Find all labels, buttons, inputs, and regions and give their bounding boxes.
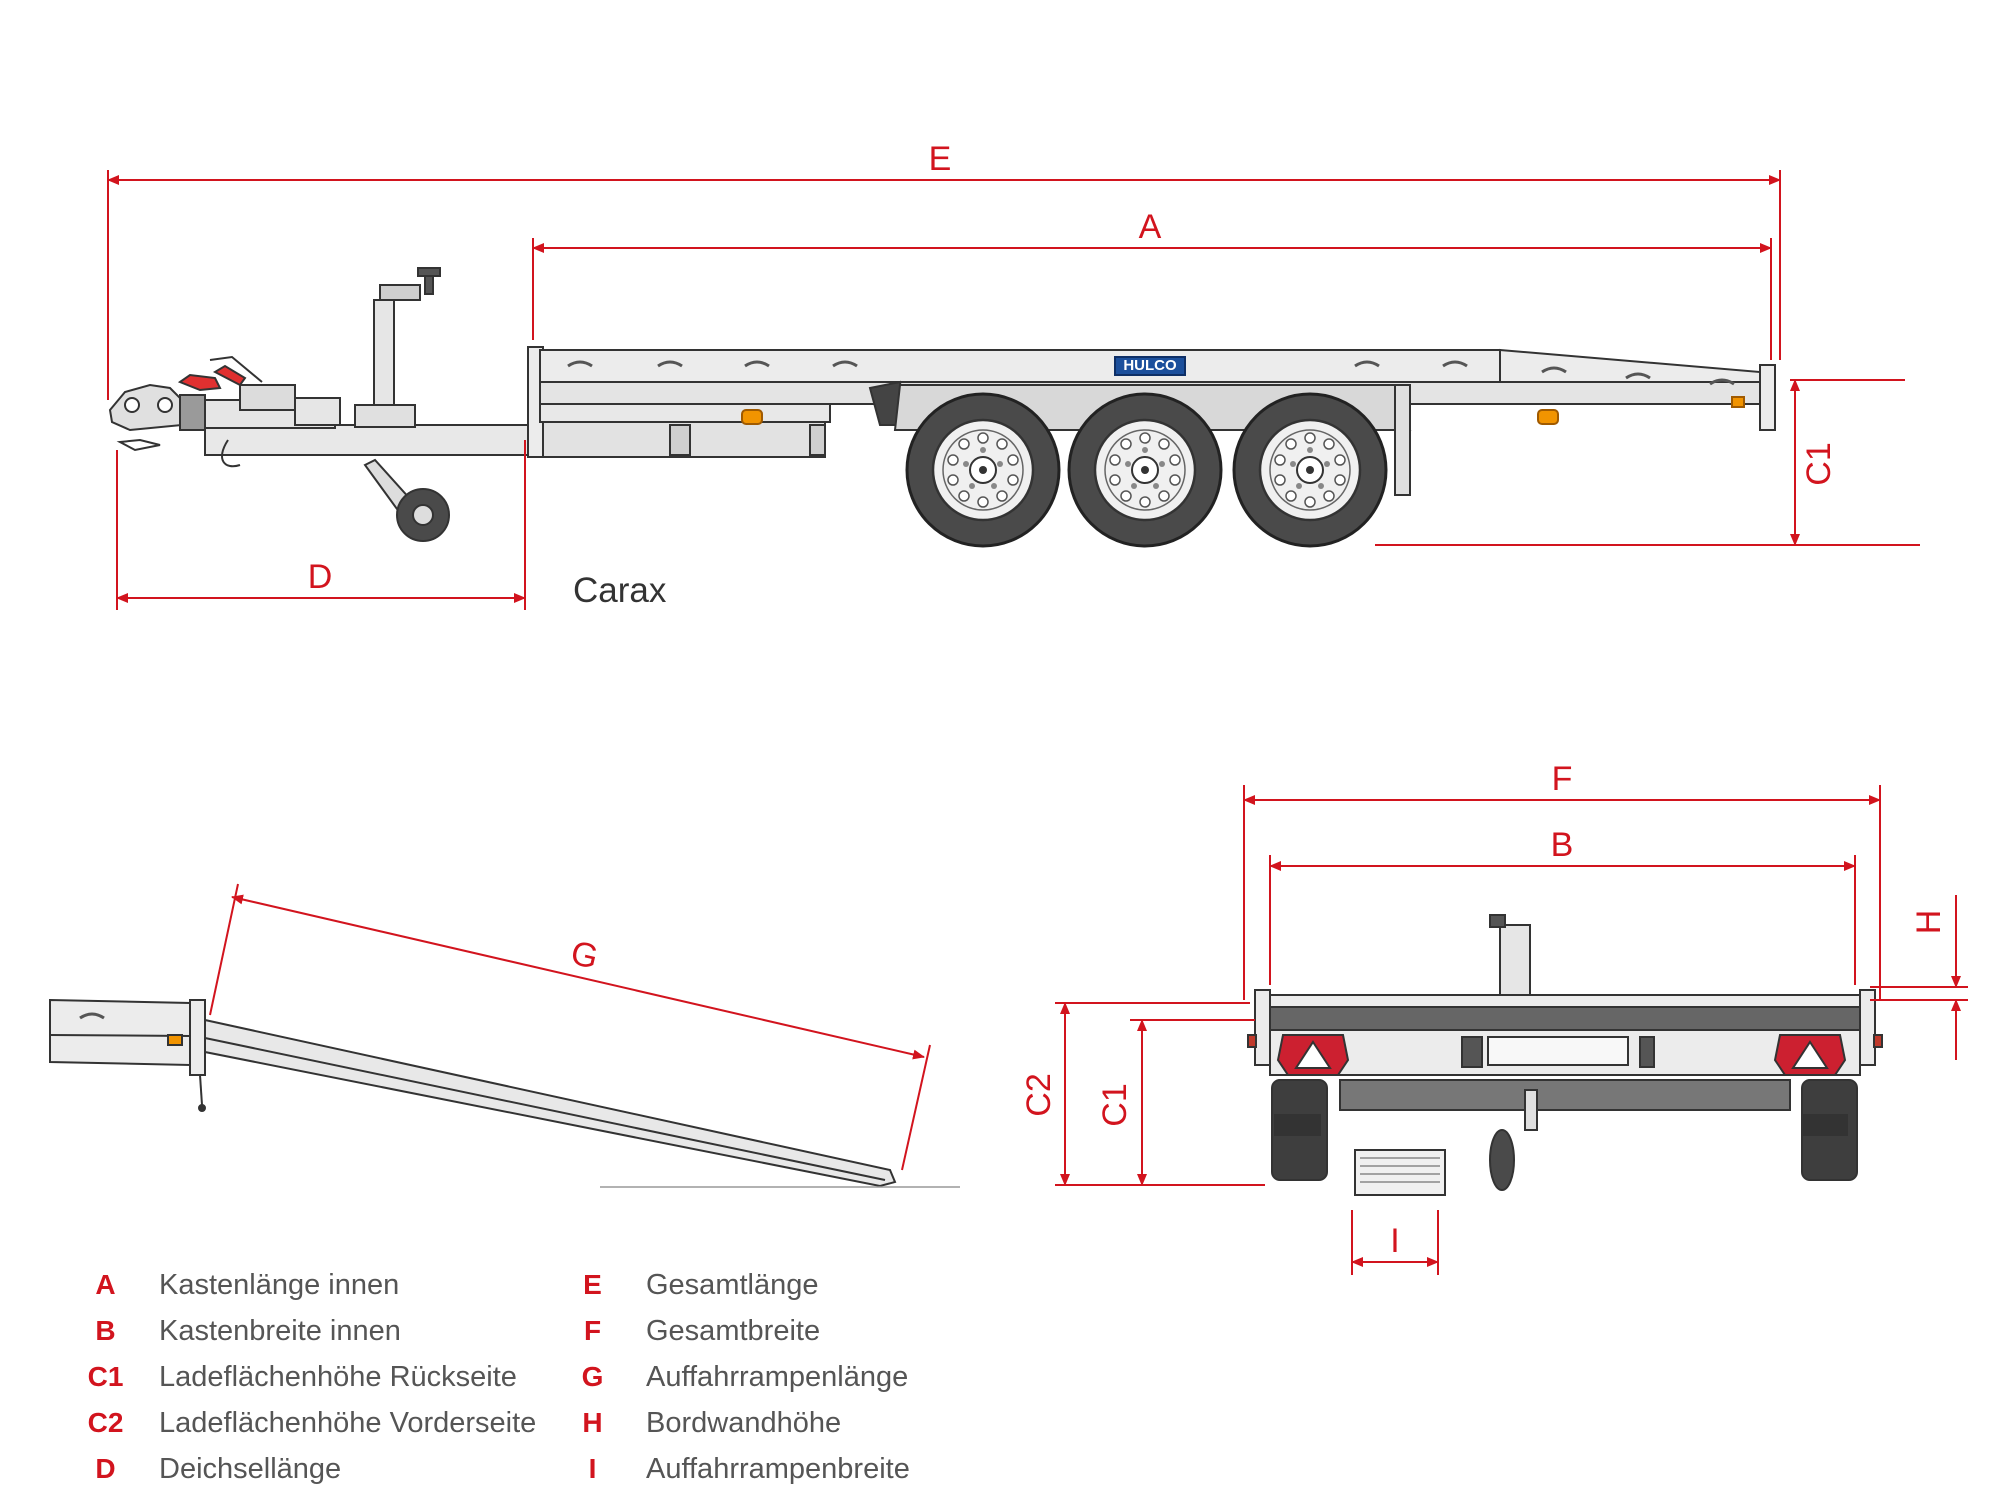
legend-label: Gesamtbreite: [646, 1314, 821, 1347]
legend-key: C2: [87, 1407, 124, 1438]
legend-key: E: [583, 1269, 602, 1300]
legend-label: Kastenbreite innen: [159, 1314, 401, 1347]
dim-label-b: B: [1551, 826, 1574, 864]
dim-label-i: I: [1390, 1222, 1399, 1260]
legend-label: Ladeflächenhöhe Rückseite: [159, 1360, 517, 1393]
dim-label-f: F: [1552, 760, 1573, 798]
side-view-wheels: [905, 392, 1388, 548]
dim-label-e: E: [929, 140, 952, 178]
legend-label: Deichsellänge: [159, 1452, 342, 1485]
dim-label-c1-side: C1: [1800, 442, 1838, 485]
legend-item: A Kastenlänge innen: [78, 1265, 399, 1305]
legend-item: G Auffahrrampenlänge: [565, 1357, 909, 1397]
dim-label-c2: C2: [1020, 1073, 1058, 1116]
legend-key: D: [95, 1453, 116, 1484]
legend-label: Bordwandhöhe: [646, 1406, 842, 1439]
legend-item: D Deichsellänge: [78, 1449, 341, 1489]
ramp-view: [49, 998, 960, 1188]
dim-label-c1-rear: C1: [1096, 1083, 1134, 1126]
model-name: Carax: [573, 571, 667, 610]
legend-label: Auffahrrampenbreite: [646, 1452, 910, 1485]
legend-item: F Gesamtbreite: [565, 1311, 820, 1351]
rear-view-trailer: [1247, 914, 1883, 1196]
legend-label: Auffahrrampenlänge: [646, 1360, 909, 1393]
svg-text:HULCO: HULCO: [1123, 357, 1177, 374]
legend-key: B: [95, 1315, 116, 1346]
legend-item: C2 Ladeflächenhöhe Vorderseite: [78, 1403, 537, 1443]
legend-key: H: [582, 1407, 603, 1438]
legend-item: E Gesamtlänge: [565, 1265, 819, 1305]
legend-key: C1: [87, 1361, 124, 1392]
legend-key: I: [588, 1453, 597, 1484]
hulco-logo-side: HULCO: [1123, 357, 1177, 374]
legend-item: I Auffahrrampenbreite: [565, 1449, 910, 1489]
dimension-lines: [107, 170, 1968, 1275]
legend-key: A: [95, 1269, 116, 1300]
legend-key: G: [581, 1361, 604, 1392]
legend-label: Ladeflächenhöhe Vorderseite: [159, 1406, 537, 1439]
legend-label: Gesamtlänge: [646, 1268, 819, 1301]
dim-label-g: G: [567, 934, 601, 977]
legend-label: Kastenlänge innen: [159, 1268, 400, 1301]
dim-label-d: D: [308, 558, 333, 596]
legend-item: H Bordwandhöhe: [565, 1403, 841, 1443]
legend-item: C1 Ladeflächenhöhe Rückseite: [78, 1357, 517, 1397]
legend-key: F: [583, 1315, 602, 1346]
legend-item: B Kastenbreite innen: [78, 1311, 401, 1351]
dim-label-h: H: [1910, 910, 1948, 935]
dim-label-a: A: [1139, 208, 1162, 246]
